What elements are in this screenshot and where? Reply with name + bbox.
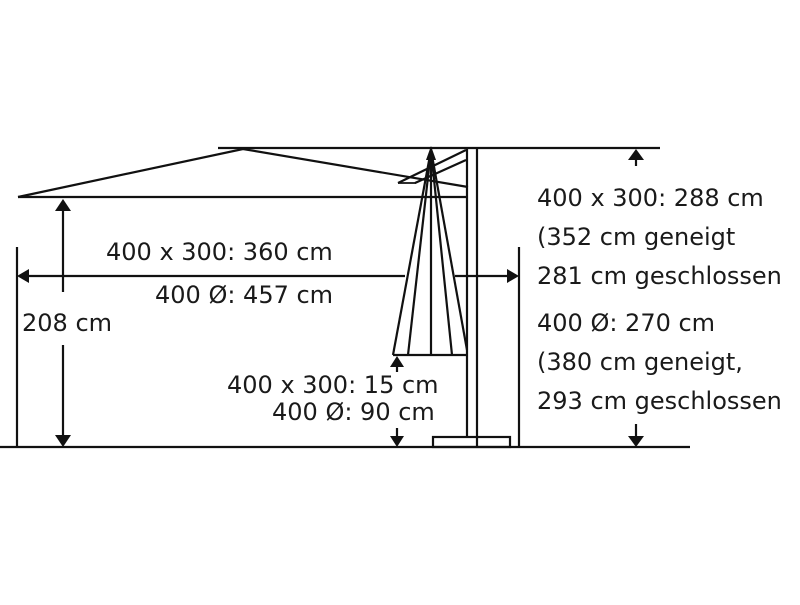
clearance-rect-label: 400 x 300: 15 cm: [227, 371, 439, 399]
canopy-height-dimension: [55, 199, 71, 447]
total-height-line: (352 cm geneigt: [537, 223, 735, 251]
total-height-dimension: [628, 149, 644, 447]
open-canopy: [17, 147, 469, 199]
clearance-round-label: 400 Ø: 90 cm: [272, 398, 435, 426]
clearance-dimension: [390, 356, 404, 447]
span-round-label: 400 Ø: 457 cm: [155, 281, 333, 309]
total-height-line: 293 cm geschlossen: [537, 387, 782, 415]
span-rect-label: 400 x 300: 360 cm: [106, 238, 333, 266]
span-dimension: [15, 247, 521, 447]
total-height-line: (380 cm geneigt,: [537, 348, 743, 376]
base-plate: [431, 435, 512, 449]
total-height-line: 400 Ø: 270 cm: [537, 309, 715, 337]
total-height-labels: 400 x 300: 288 cm (352 cm geneigt 281 cm…: [537, 184, 782, 415]
canopy-height-label: 208 cm: [22, 309, 112, 337]
total-height-line: 400 x 300: 288 cm: [537, 184, 764, 212]
total-height-line: 281 cm geschlossen: [537, 262, 782, 290]
mast: [465, 148, 479, 447]
folded-canopy: [391, 146, 469, 357]
